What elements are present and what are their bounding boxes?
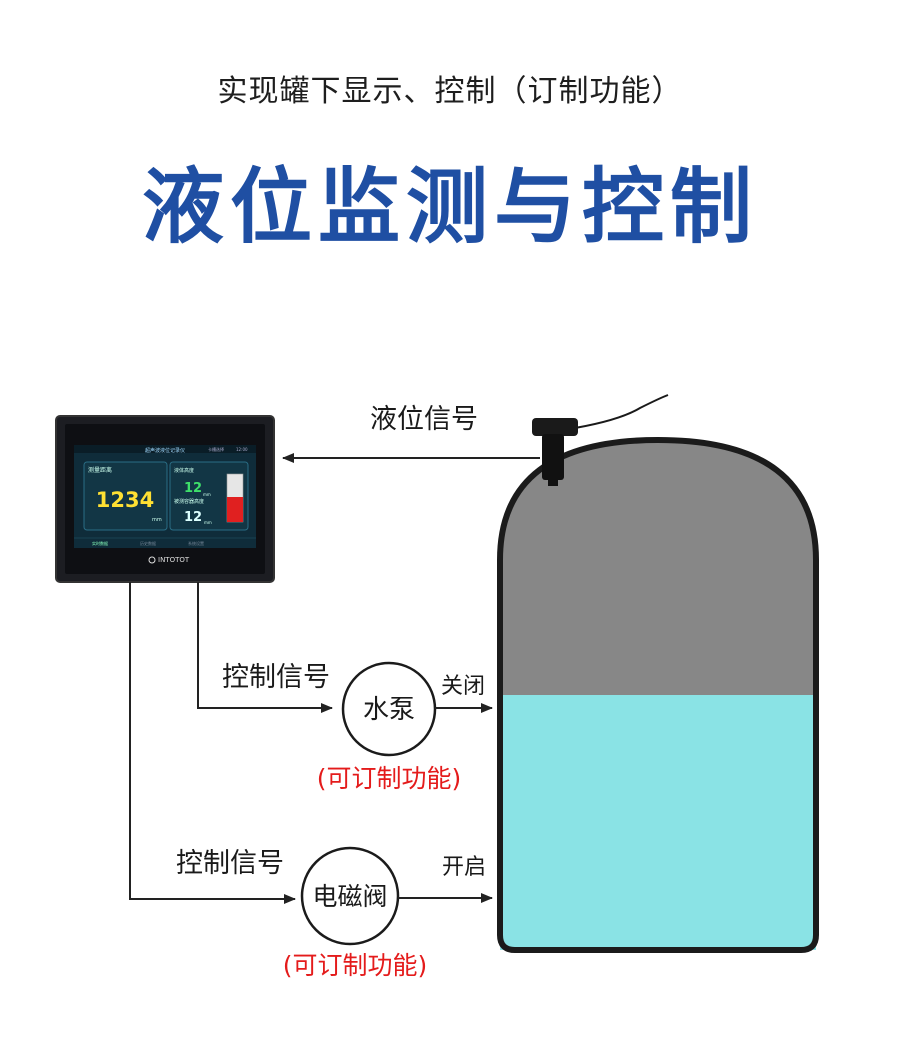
screen-tab-settings[interactable]: 系统设置 xyxy=(188,540,204,546)
screen-tab-history[interactable]: 历史数据 xyxy=(140,540,156,546)
measure-panel xyxy=(83,461,168,531)
valve-control-line xyxy=(129,582,296,904)
display-device: 超声波液位记录仪 卡槽选择 12:00 测量距离 1234 mm 液体高度 12… xyxy=(55,415,275,583)
measure-unit: mm xyxy=(152,517,162,523)
tank-liquid xyxy=(500,695,816,950)
pump-control-label: 控制信号 xyxy=(222,662,330,693)
tank xyxy=(497,436,819,953)
liquid-value: 12 xyxy=(184,481,202,496)
page-title: 液位监测与控制 xyxy=(141,160,758,255)
valve-control-label: 控制信号 xyxy=(176,848,284,879)
screen-title: 超声波液位记录仪 xyxy=(145,447,185,454)
valve-node xyxy=(300,846,400,946)
empty-label: 被测容器高度 xyxy=(174,498,204,505)
ultrasonic-sensor xyxy=(532,394,669,486)
brand-name: INTOTOT xyxy=(158,556,190,564)
screen-tab-realtime[interactable]: 实时数据 xyxy=(92,540,108,546)
valve-custom-note: (可订制功能) xyxy=(283,951,428,980)
level-signal-label: 液位信号 xyxy=(370,404,478,435)
liquid-unit: mm xyxy=(203,492,211,497)
valve-action-label: 开启 xyxy=(442,855,486,880)
pump-custom-note: (可订制功能) xyxy=(317,764,462,793)
brand-logo-icon xyxy=(148,556,156,564)
screen-clock: 12:00 xyxy=(236,447,248,452)
empty-value: 12 xyxy=(184,510,202,525)
measure-label: 测量距离 xyxy=(88,466,112,474)
measure-value: 1234 xyxy=(96,488,154,512)
screen-top-right-1: 卡槽选择 xyxy=(208,446,224,452)
pump-control-line xyxy=(197,582,333,713)
pump-label: 水泵 xyxy=(363,695,415,725)
empty-unit: mm xyxy=(204,520,212,525)
valve-label: 电磁阀 xyxy=(312,882,387,911)
level-bar-fill xyxy=(227,497,243,522)
liquid-label: 液体高度 xyxy=(174,467,194,474)
pump-action-label: 关闭 xyxy=(441,674,485,699)
subtitle: 实现罐下显示、控制（订制功能） xyxy=(217,74,683,109)
